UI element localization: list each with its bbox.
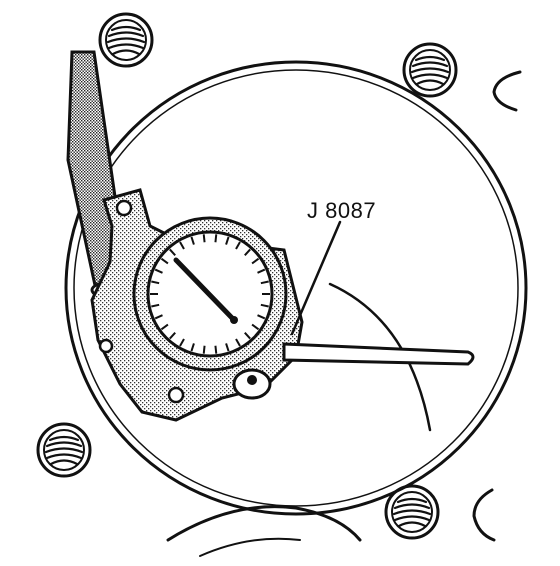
dial-tick (257, 314, 266, 320)
dial-tick (169, 331, 176, 340)
dial-tick (225, 236, 230, 245)
dial-tick (260, 303, 269, 308)
adjacent-bore-arc-right-top (492, 70, 522, 112)
dial-tick (257, 268, 266, 274)
body-screw-lower (167, 386, 185, 404)
adjacent-bore-arc-bottom (166, 505, 362, 542)
dial-tick (202, 345, 206, 354)
dial-tick (214, 234, 218, 243)
dial-tick (235, 338, 241, 347)
bolt-hole-bottom-left (36, 422, 92, 478)
dial-tick (214, 345, 218, 354)
dial-tick (151, 280, 160, 285)
bore-wall-contact-arc (328, 282, 432, 432)
dial-tick (251, 323, 260, 331)
tool-number-label: J 8087 (307, 198, 377, 223)
bolt-hole-top-right (402, 42, 458, 98)
dial-tick (244, 331, 251, 340)
body-screw-upper (115, 199, 133, 217)
callout-leader-line (290, 220, 342, 336)
dial-tick (160, 323, 169, 331)
adjacent-bore-arc-bottom-inner (199, 537, 301, 557)
dial-tick (251, 257, 260, 265)
dial-needle (173, 257, 237, 323)
bolt-hole-top-left (98, 12, 154, 68)
dial-tick (190, 343, 195, 352)
dial-indicator (132, 216, 288, 372)
dial-tick (225, 343, 230, 352)
bolt-hole-bottom-right (384, 484, 440, 540)
plunger-rod (282, 342, 475, 366)
cylinder-bore-inner (73, 69, 519, 507)
cylinder-bore-outer (64, 60, 528, 516)
body-screw-middle (98, 338, 114, 354)
dial-tick (190, 236, 195, 245)
dial-tick (202, 234, 206, 243)
dial-tick (160, 257, 169, 265)
dial-tick (179, 241, 185, 250)
dial-tick (235, 241, 241, 250)
dial-tick (154, 268, 163, 274)
dial-tick (179, 338, 185, 347)
dial-tick (169, 248, 176, 257)
dial-tick (151, 303, 160, 308)
adjacent-bore-arc-right-bottom (472, 488, 496, 542)
dial-tick (244, 248, 251, 257)
dial-tick (154, 314, 163, 320)
dial-tick-marks (150, 234, 270, 354)
dial-tick (260, 280, 269, 285)
